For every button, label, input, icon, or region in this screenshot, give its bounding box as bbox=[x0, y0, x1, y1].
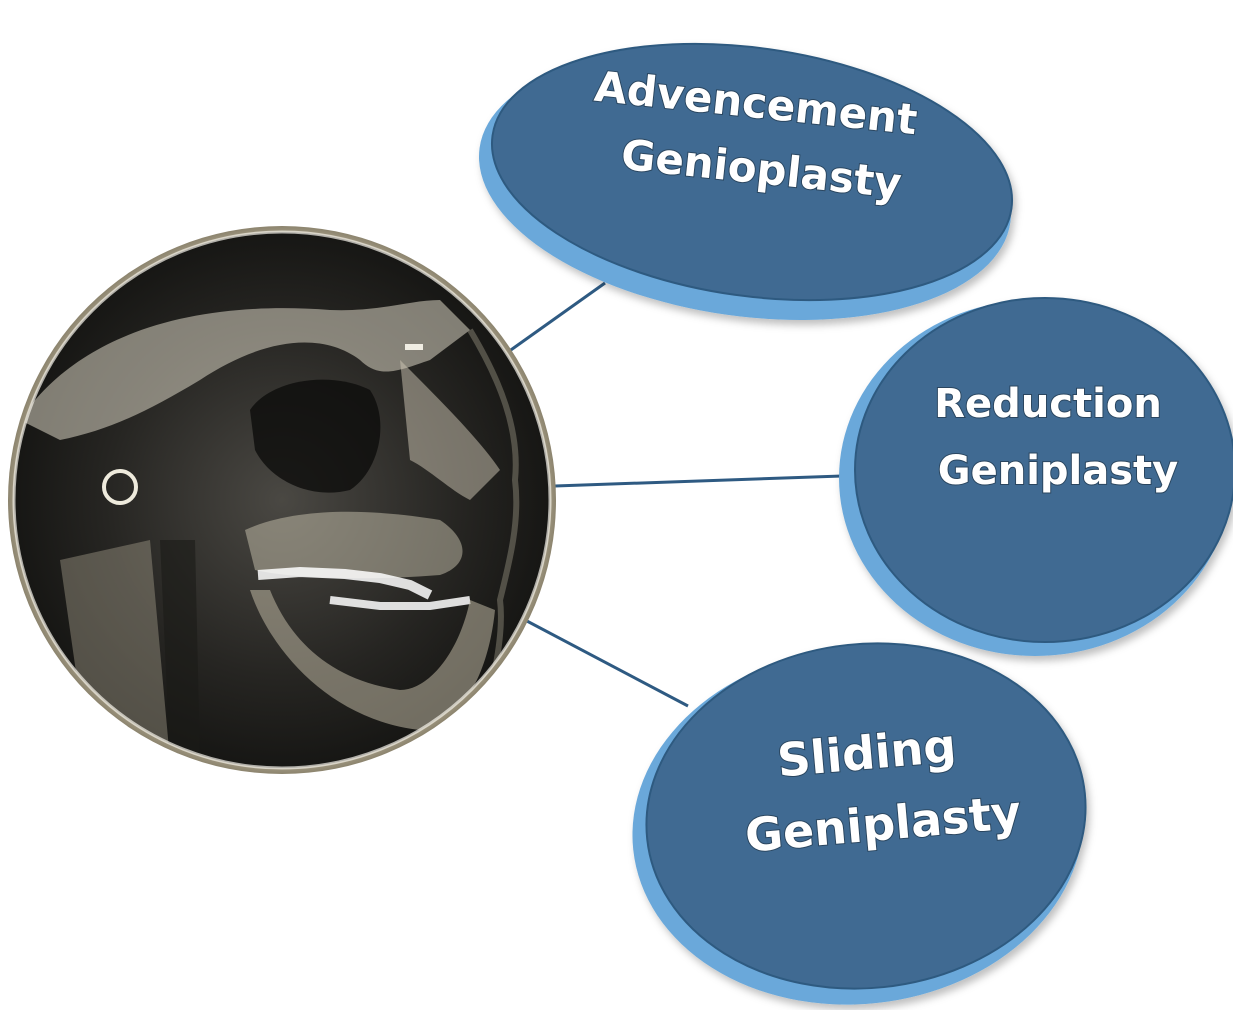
node-reduction-line-1: Reduction bbox=[934, 381, 1162, 427]
node-advancement: Advencement Genioplasty bbox=[461, 13, 1028, 352]
node-reduction: Reduction Geniplasty bbox=[839, 298, 1233, 656]
connector-advancement bbox=[508, 283, 605, 352]
connector-sliding bbox=[525, 620, 688, 706]
connectors bbox=[508, 283, 842, 706]
node-reduction-line-2: Geniplasty bbox=[938, 448, 1179, 494]
connector-reduction bbox=[555, 476, 842, 486]
node-sliding: Sliding Geniplasty bbox=[615, 622, 1103, 1010]
xray-image bbox=[8, 226, 556, 774]
